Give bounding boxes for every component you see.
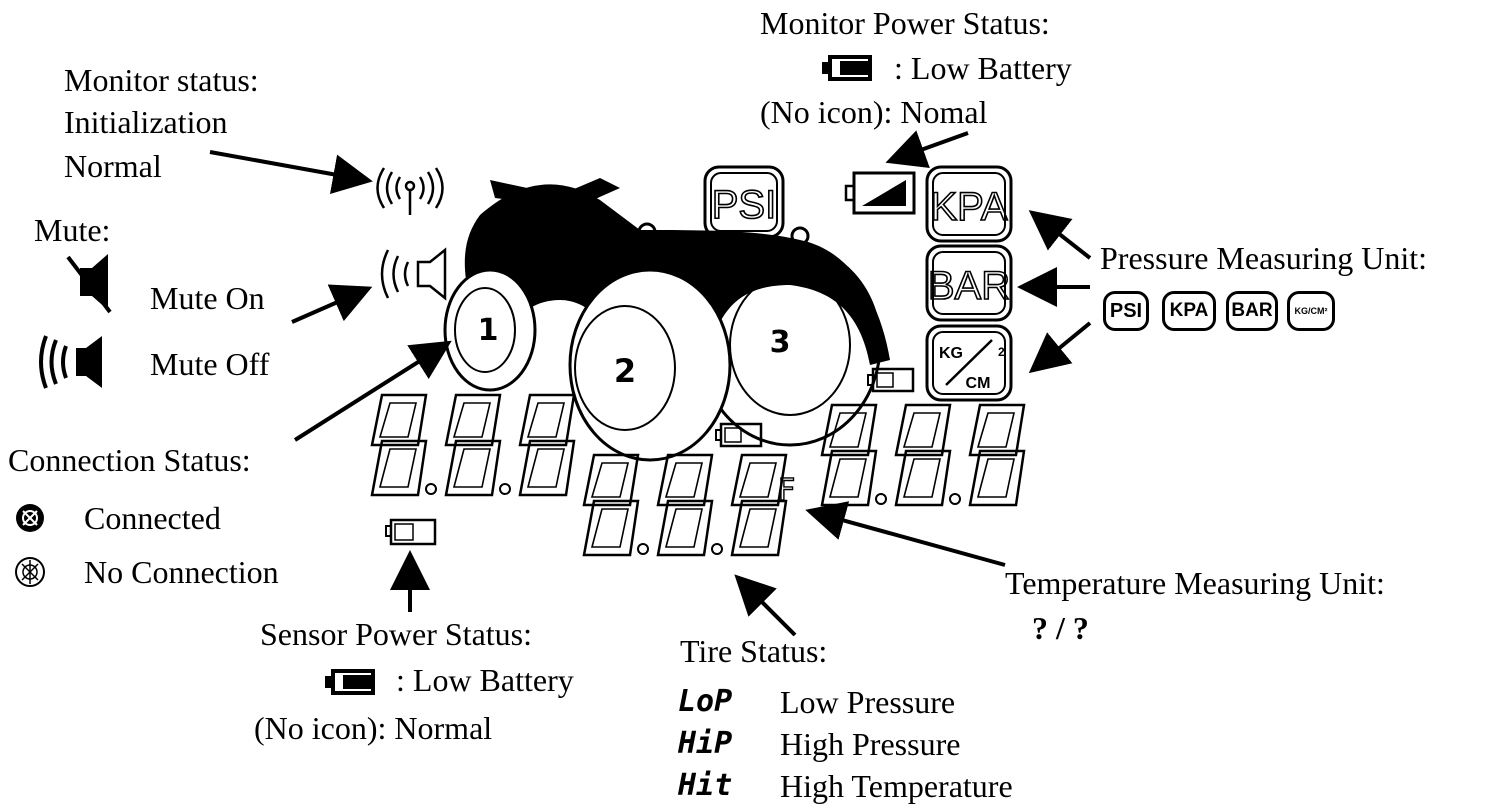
mute-title: Mute: [34,212,111,248]
tire-3-label: 3 [770,325,791,360]
no-connection-label: No Connection [84,554,279,590]
seven-segment-digit [370,393,428,497]
tire-status-title: Tire Status: [680,633,828,669]
seven-segment-digit [820,403,878,507]
tire-2-label: 2 [614,352,636,390]
tire-label-high-temperature: High Temperature [780,768,1013,804]
arrow-kpa [1028,210,1092,260]
unit-kpa-legend: KPA [1162,291,1216,331]
tire-label-high-pressure: High Pressure [780,726,961,762]
kg-display-label: KG [939,345,963,362]
arrows [209,130,1092,637]
temperature-unit-values: ? / ? [1032,610,1089,646]
arrow-temperature [805,501,1006,567]
sensor-battery-icon-rear [867,367,915,393]
sensor-power-low: : Low Battery [396,662,574,698]
digit-group-center [582,453,788,557]
antenna-signal-icon [376,167,444,215]
low-battery-legend-icon-sensor [325,669,375,695]
connected-label: Connected [84,500,221,536]
unit-psi-legend: PSI [1103,291,1149,331]
monitor-status-normal: Normal [64,148,162,184]
decimal-point-segment [637,543,649,555]
arrow-connection [293,340,452,442]
seven-segment-digit [444,393,502,497]
seven-segment-digit [968,403,1026,507]
speaker-sound-icon [39,335,102,389]
pressure-unit-title: Pressure Measuring Unit: [1100,240,1428,276]
unit-bar-legend: BAR [1226,291,1278,331]
monitor-status-initialization: Initialization [64,104,228,140]
speaker-muted-icon [66,254,112,314]
seven-segment-digit [518,393,576,497]
decimal-point-segment [949,493,961,505]
mute-on-label: Mute On [150,280,265,316]
tire-code-high-temperature: Hit [678,768,733,803]
arrow-kgcm [1028,321,1092,374]
tire-1-label: 1 [478,313,499,348]
digit-group-left [370,393,576,497]
decimal-point-segment [875,493,887,505]
decimal-point-segment [711,543,723,555]
speaker-display-icon [380,247,447,301]
tire-label-low-pressure: Low Pressure [780,684,956,720]
arrow-monitor-status [209,150,373,194]
monitor-power-low: : Low Battery [894,50,1072,86]
cm-display-label: CM [966,375,991,392]
low-battery-legend-icon-monitor [822,55,872,81]
seven-segment-digit [582,453,640,557]
sensor-power-normal: (No icon): Normal [254,710,493,746]
sensor-power-title: Sensor Power Status: [260,616,532,652]
psi-display-label: PSI [712,183,776,227]
bar-display-label: BAR [928,264,1010,308]
arrow-mute [291,284,373,324]
decimal-point-segment [499,483,511,495]
sensor-battery-icon-front [715,422,763,448]
arrow-tire-status [734,574,797,637]
monitor-battery-icon [844,171,916,215]
unit-kgcm-legend: KG/CM² [1287,291,1335,331]
tire-code-low-pressure: LoP [678,684,733,719]
seven-segment-digit [656,453,714,557]
monitor-status-title: Monitor status: [64,62,259,98]
cm-squared-label: 2 [998,345,1005,359]
connected-icon [16,504,44,532]
no-connection-icon [15,557,45,587]
temperature-unit-segment: F [778,473,795,508]
tire-code-high-pressure: HiP [678,726,733,761]
monitor-power-title: Monitor Power Status: [760,5,1050,41]
digit-group-right [820,403,1026,507]
atv-illustration [443,178,890,462]
seven-segment-digit [730,453,788,557]
temperature-unit-title: Temperature Measuring Unit: [1005,565,1385,601]
decimal-point-segment [425,483,437,495]
mute-off-label: Mute Off [150,346,270,382]
arrow-monitor-power [885,130,969,168]
kpa-display-label: KPA [930,185,1007,229]
monitor-power-normal: (No icon): Nomal [760,94,988,130]
sensor-battery-icon-left [385,518,437,546]
seven-segment-digit [894,403,952,507]
connection-status-title: Connection Status: [8,442,251,478]
